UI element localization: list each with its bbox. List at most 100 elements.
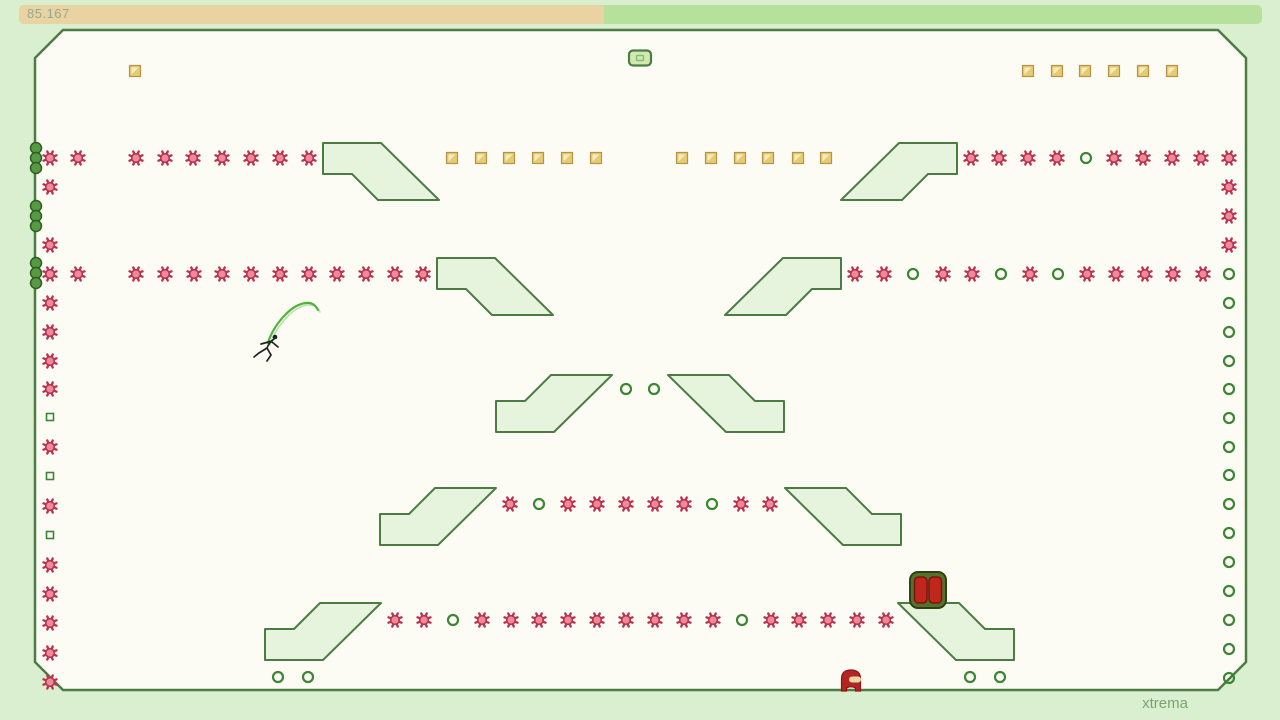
mine-core — [418, 614, 430, 626]
mine-icon — [42, 381, 58, 397]
mine-icon — [1193, 150, 1209, 166]
mine-spikes — [762, 496, 778, 512]
mine-core — [620, 498, 632, 510]
mine-core — [880, 614, 892, 626]
mine-spikes — [820, 612, 836, 628]
mine-icon — [329, 266, 345, 282]
mine-icon — [503, 612, 519, 628]
toggle-mine-inactive-icon — [619, 382, 633, 396]
toggle-mine-inactive-icon — [963, 670, 977, 684]
mine-spikes — [42, 645, 58, 661]
ninja-head — [272, 334, 278, 340]
ninja — [253, 334, 279, 362]
mine-spikes — [849, 612, 865, 628]
mine-icon — [214, 266, 230, 282]
mine-icon — [42, 674, 58, 690]
mine-icon — [474, 612, 490, 628]
mine-core — [678, 614, 690, 626]
mine-icon — [705, 612, 721, 628]
mine-core — [764, 498, 776, 510]
mine-core — [591, 498, 603, 510]
mine-spikes — [42, 150, 58, 166]
mine-core — [1110, 268, 1122, 280]
wall-door-bump-icon — [29, 161, 43, 175]
toggle-mine-inactive-icon — [446, 613, 460, 627]
ninja-leg-left — [253, 347, 268, 358]
mine-icon — [42, 150, 58, 166]
gold-piece-icon — [1136, 64, 1150, 78]
gold-shine — [477, 154, 485, 162]
toggle-mine-inactive-icon — [647, 382, 661, 396]
mine-spikes — [70, 150, 86, 166]
mine-spikes — [503, 612, 519, 628]
ninja-trail-echo — [269, 304, 321, 346]
mine-core — [505, 614, 517, 626]
toggle-mine-inactive-icon — [1222, 555, 1236, 569]
mine-core — [965, 152, 977, 164]
mine-spikes — [876, 266, 892, 282]
mine-icon — [531, 612, 547, 628]
mine-spikes — [128, 150, 144, 166]
mine-spikes — [589, 496, 605, 512]
mine-spikes — [243, 150, 259, 166]
mine-spikes — [1137, 266, 1153, 282]
ninja-arm-left — [260, 340, 273, 345]
gold-shine — [1024, 67, 1032, 75]
wall-door — [29, 256, 43, 290]
mine-icon — [1137, 266, 1153, 282]
mine-core — [44, 676, 56, 688]
mine-icon — [963, 150, 979, 166]
mine-core — [878, 268, 890, 280]
mine-core — [331, 268, 343, 280]
mine-icon — [387, 612, 403, 628]
gold-piece-icon — [1050, 64, 1064, 78]
gold-piece-icon — [531, 151, 545, 165]
mine-spikes — [387, 266, 403, 282]
mine-spikes — [560, 612, 576, 628]
toggle-mine-inactive-icon — [301, 670, 315, 684]
thwump-face-right — [928, 576, 943, 604]
mine-core — [1223, 152, 1235, 164]
mine-spikes — [647, 496, 663, 512]
mine-icon — [791, 612, 807, 628]
mine-icon — [157, 266, 173, 282]
gold-shine — [764, 154, 772, 162]
gold-shine — [794, 154, 802, 162]
toggle-mine-inactive-icon — [1222, 642, 1236, 656]
mine-core — [44, 181, 56, 193]
mine-icon — [647, 612, 663, 628]
mine-icon — [185, 150, 201, 166]
time-progress-fill — [19, 5, 605, 24]
mine-spikes — [42, 557, 58, 573]
mine-core — [562, 498, 574, 510]
mine-spikes — [157, 150, 173, 166]
mine-core — [793, 614, 805, 626]
mine-spikes — [1135, 150, 1151, 166]
gold-shine — [822, 154, 830, 162]
mine-core — [476, 614, 488, 626]
mine-spikes — [1221, 208, 1237, 224]
mine-icon — [589, 612, 605, 628]
mine-icon — [42, 645, 58, 661]
mine-spikes — [272, 266, 288, 282]
mine-spikes — [763, 612, 779, 628]
mine-spikes — [1195, 266, 1211, 282]
mine-spikes — [42, 179, 58, 195]
mine-icon — [1135, 150, 1151, 166]
mine-icon — [42, 324, 58, 340]
mine-spikes — [243, 266, 259, 282]
mine-spikes — [42, 674, 58, 690]
mine-spikes — [733, 496, 749, 512]
gold-shine — [1110, 67, 1118, 75]
floor-guard-visor — [849, 676, 861, 683]
mine-spikes — [42, 295, 58, 311]
mine-spikes — [1079, 266, 1095, 282]
toggle-mine-inactive-icon — [1222, 584, 1236, 598]
toggle-mine-inactive-icon — [735, 613, 749, 627]
gold-piece-icon — [474, 151, 488, 165]
gold-piece-icon — [1078, 64, 1092, 78]
mine-icon — [42, 586, 58, 602]
mine-icon — [128, 266, 144, 282]
mine-spikes — [329, 266, 345, 282]
